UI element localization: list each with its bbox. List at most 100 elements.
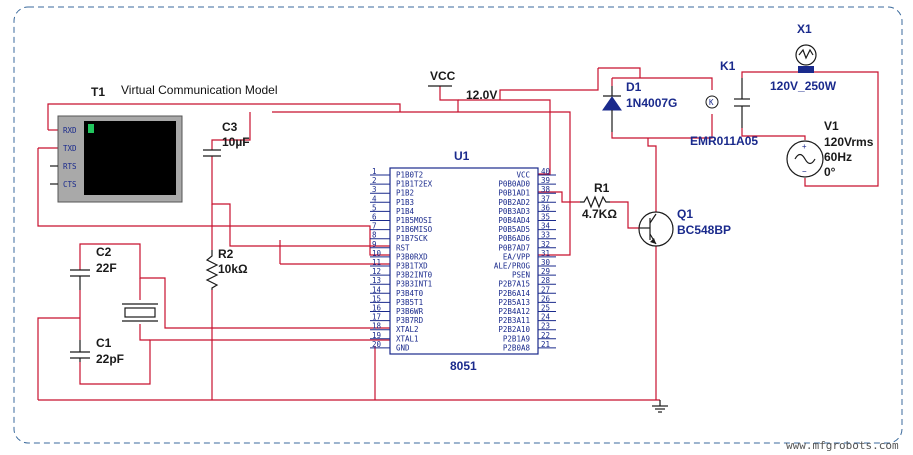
resistor-r2[interactable]: R2 10kΩ	[205, 247, 248, 290]
u1-right-pin-name: P2B1A9	[503, 334, 530, 343]
u1-right-pin-number: 37	[541, 194, 550, 203]
svg-text:+: +	[802, 142, 807, 151]
u1-right-pin-number: 26	[541, 294, 551, 303]
r2-ref: R2	[218, 247, 234, 261]
lamp-x1[interactable]: X1 120V_250W	[770, 22, 837, 93]
u1-right-pin-number: 36	[541, 203, 551, 212]
u1-body	[389, 167, 539, 355]
v1-frequency: 60Hz	[824, 150, 852, 164]
relay-coil-mark: K	[709, 98, 714, 107]
resistor-r1[interactable]: R1 4.7KΩ	[580, 181, 617, 221]
terminal-screen	[84, 121, 176, 195]
u1-right-pin-number: 27	[541, 285, 550, 294]
u1-left-pin-number: 1	[372, 167, 377, 176]
u1-left-pin-name: P3B3INT1	[396, 280, 432, 289]
u1-right-pin-number: 23	[541, 322, 550, 331]
u1-left-pin-number: 14	[372, 285, 382, 294]
u1-left-pin-number: 19	[372, 331, 381, 340]
u1-left-pin-number: 8	[372, 231, 377, 240]
k1-ref: K1	[720, 59, 736, 73]
k1-part: EMR011A05	[690, 134, 758, 148]
capacitor-c1[interactable]: C1 22pF	[70, 336, 124, 366]
u1-left-pin-number: 15	[372, 294, 381, 303]
diode-d1[interactable]: D1 1N4007G	[602, 80, 677, 132]
terminal-cursor	[88, 124, 94, 133]
terminal-pin-cts: CTS	[63, 180, 77, 189]
u1-right-pin-name: VCC	[516, 171, 530, 180]
u1-left-pin-name: P1B5MOSI	[396, 216, 432, 225]
vcc-name: VCC	[430, 69, 456, 83]
u1-right-pin-name: P2B0A8	[503, 343, 531, 352]
u1-right-pin-name: P0B4AD4	[498, 216, 530, 225]
u1-right-pin-number: 22	[541, 331, 550, 340]
u1-left-pin-name: P3B7RD	[396, 316, 424, 325]
u1-right-pin-name: PSEN	[512, 271, 530, 280]
ac-source-v1[interactable]: + − V1 120Vrms 60Hz 0°	[786, 119, 874, 179]
u1-left-pin-number: 6	[372, 213, 377, 222]
u1-part: 8051	[450, 359, 477, 373]
crystal[interactable]	[122, 303, 158, 322]
c3-ref: C3	[222, 120, 238, 134]
q1-ref: Q1	[677, 207, 693, 221]
u1-right-pin-number: 30	[541, 258, 551, 267]
v1-ref: V1	[824, 119, 839, 133]
ground-symbol	[652, 400, 668, 413]
u1-left-pin-number: 10	[372, 249, 382, 258]
v1-phase: 0°	[824, 165, 836, 179]
v1-voltage: 120Vrms	[824, 135, 874, 149]
u1-left-pin-name: XTAL2	[396, 325, 419, 334]
virtual-terminal-t1[interactable]: T1 Virtual Communication Model RXD TXD R…	[50, 83, 278, 203]
u1-right-pin-name: P0B3AD3	[498, 207, 530, 216]
c1-ref: C1	[96, 336, 112, 350]
relay-k1[interactable]: K K1 EMR011A05	[690, 59, 758, 148]
u1-left-pin-number: 13	[372, 276, 381, 285]
terminal-pin-rxd: RXD	[63, 126, 77, 135]
u1-left-pin-number: 3	[372, 185, 377, 194]
svg-text:−: −	[802, 167, 807, 176]
u1-right-pin-number: 29	[541, 267, 550, 276]
x1-ref: X1	[797, 22, 812, 36]
transistor-q1[interactable]: Q1 BC548BP	[638, 207, 731, 247]
q1-part: BC548BP	[677, 223, 731, 237]
u1-right-pin-name: P2B5A13	[498, 298, 530, 307]
u1-left-pin-name: RST	[396, 243, 410, 252]
u1-right-pin-name: P0B7AD7	[498, 243, 530, 252]
u1-left-pin-name: P3B2INT0	[396, 271, 433, 280]
u1-right-pin-number: 32	[541, 240, 550, 249]
u1-left-pin-number: 20	[372, 340, 382, 349]
u1-ref: U1	[454, 149, 470, 163]
u1-left-pin-name: P1B4	[396, 207, 415, 216]
u1-left-pin-number: 2	[372, 176, 377, 185]
u1-right-pin-name: P0B0AD0	[498, 180, 530, 189]
c2-value: 22F	[96, 261, 117, 275]
u1-right-pin-name: P0B5AD5	[498, 225, 530, 234]
u1-left-pin-name: P3B1TXD	[396, 262, 428, 271]
u1-right-pin-number: 31	[541, 249, 550, 258]
c3-value: 10µF	[222, 135, 250, 149]
u1-left-pin-name: P3B6WR	[396, 307, 424, 316]
capacitor-c2[interactable]: C2 22F	[70, 245, 117, 290]
vcc-value: 12.0V	[466, 88, 497, 102]
u1-left-pin-name: P3B5T1	[396, 298, 423, 307]
u1-left-pin-name: P1B7SCK	[396, 234, 428, 243]
c1-value: 22pF	[96, 352, 124, 366]
terminal-pin-rts: RTS	[63, 162, 77, 171]
u1-right-pin-number: 39	[541, 176, 550, 185]
u1-left-pin-number: 5	[372, 203, 377, 212]
u1-left-pin-name: P3B4T0	[396, 289, 424, 298]
c2-ref: C2	[96, 245, 112, 259]
u1-left-pin-number: 11	[372, 258, 381, 267]
capacitor-c3[interactable]: C3 10µF	[203, 120, 250, 157]
wires	[37, 67, 879, 401]
ac-source-icon	[786, 140, 824, 178]
u1-right-pin-name: P2B6A14	[498, 289, 530, 298]
lamp-bulb-icon	[795, 44, 817, 66]
r1-value: 4.7KΩ	[582, 207, 617, 221]
u1-right-pin-number: 34	[541, 222, 551, 231]
watermark: www.mfgrobots.com	[786, 439, 899, 452]
u1-right-pin-number: 35	[541, 213, 550, 222]
terminal-ref: T1	[91, 85, 105, 99]
